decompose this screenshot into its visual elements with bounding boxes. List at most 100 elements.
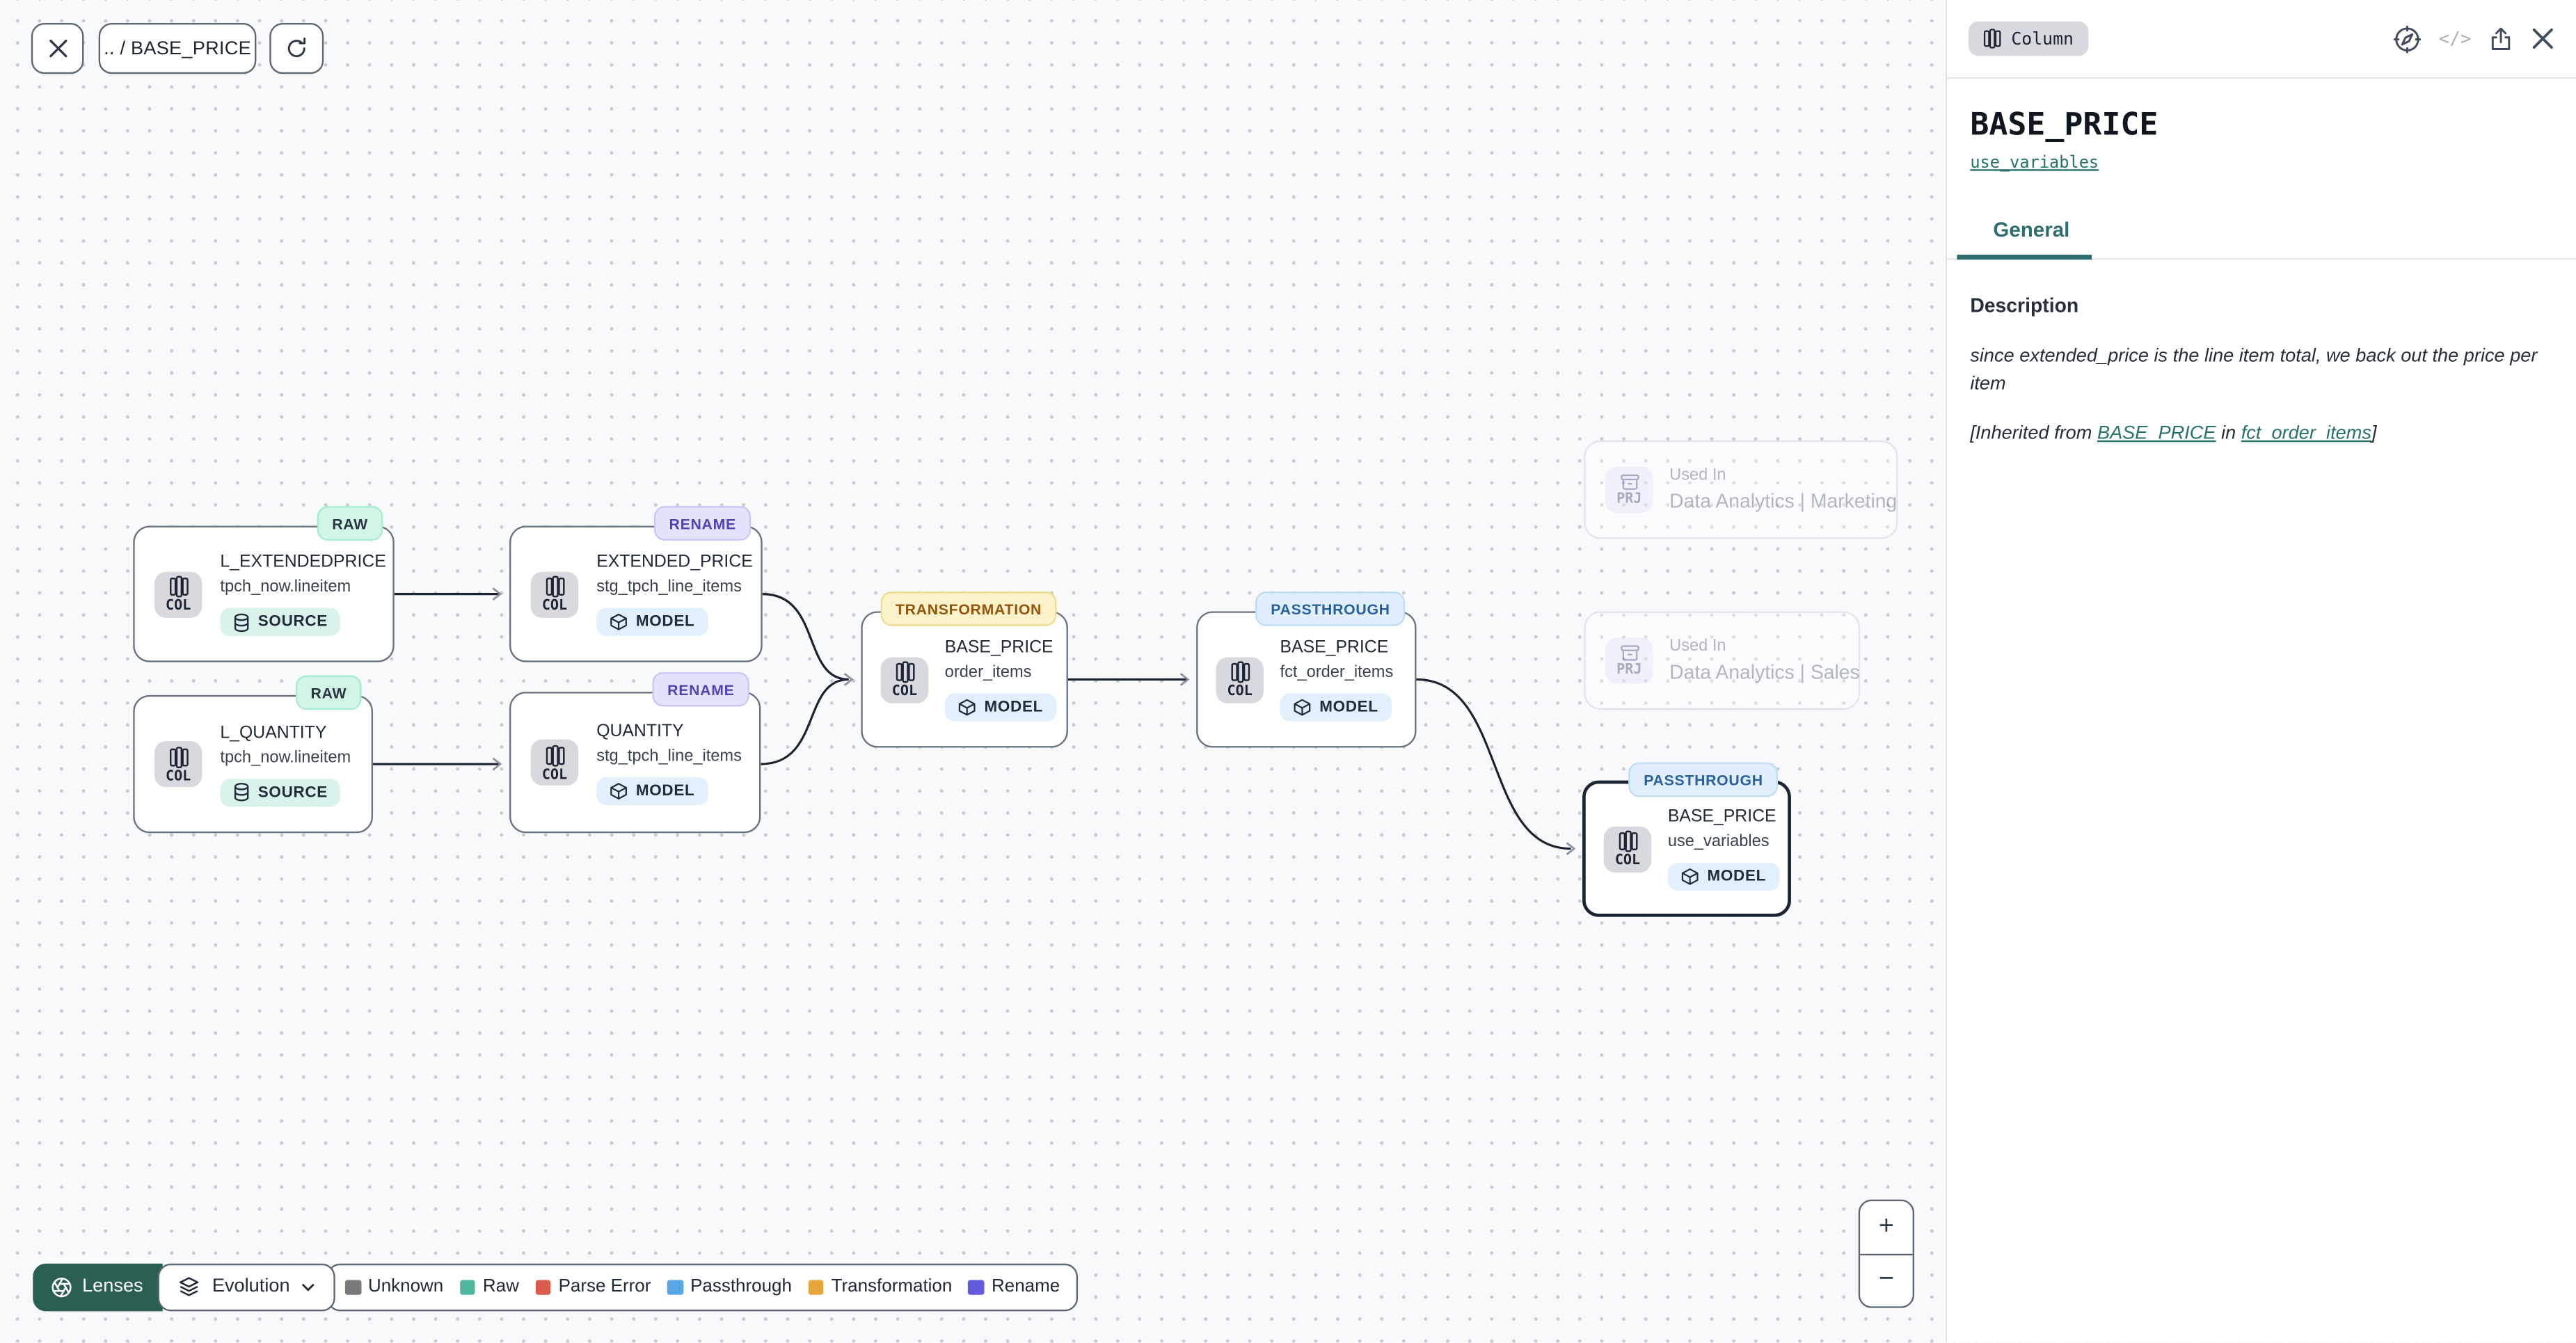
node-text: BASE_PRICE use_variables MODEL [1668,806,1770,890]
pill-label: SOURCE [258,783,328,801]
node-title: BASE_PRICE [1280,637,1389,659]
used-in-label: Used In [1669,636,1726,658]
lineage-node-base-price-use-variables[interactable]: PASSTHROUGH COL BASE_PRICE use_variables… [1582,781,1791,917]
columns-icon [1983,28,2001,49]
column-type-chip: COL [881,656,928,702]
model-link[interactable]: use_variables [1970,154,2099,173]
compass-icon [2392,24,2422,54]
explore-button[interactable] [2392,24,2422,54]
lineage-node-l-quantity[interactable]: RAW COL L_QUANTITY tpch_now.lineitem SOU… [133,695,373,833]
project-type-chip: PRJ [1605,637,1653,683]
zoom-out-button[interactable]: − [1860,1255,1913,1306]
pill-label: MODEL [984,699,1043,717]
evolution-badge: RAW [296,676,361,710]
legend-label: Passthrough [690,1277,792,1296]
close-lineage-button[interactable] [31,23,84,74]
cube-icon [610,613,628,631]
chip-label: COL [1227,685,1253,699]
node-title: L_QUANTITY [220,722,326,744]
view-code-button[interactable]: </> [2439,28,2472,49]
used-in-name: Data Analytics | Marketing [1669,488,1897,514]
used-in-name: Data Analytics | Sales [1669,659,1860,685]
lens-selected-label: Evolution [212,1277,290,1296]
evolution-badge: PASSTHROUGH [1629,763,1778,797]
node-text: L_QUANTITY tpch_now.lineitem SOURCE [220,722,351,806]
node-kind-pill: SOURCE [220,778,340,806]
panel-header: Column </> [1947,0,2576,79]
lineage-node-base-price-fct-order-items[interactable]: PASSTHROUGH COL BASE_PRICE fct_order_ite… [1196,611,1416,747]
chip-label: COL [542,600,567,613]
used-in-node-marketing[interactable]: PRJ Used In Data Analytics | Marketing [1584,440,1898,539]
breadcrumb[interactable]: .. / BASE_PRICE [99,23,257,74]
legend-label: Rename [992,1277,1060,1296]
lenses-button[interactable]: Lenses [33,1264,163,1310]
legend-swatch [667,1279,683,1294]
share-button[interactable] [2488,26,2514,52]
lineage-node-extended-price[interactable]: RENAME COL EXTENDED_PRICE stg_tpch_line_… [509,526,763,662]
panel-title: BASE_PRICE [1970,106,2553,143]
column-type-chip: COL [531,571,578,617]
lens-select[interactable]: Evolution [158,1264,336,1310]
close-panel-button[interactable] [2531,26,2555,51]
evolution-legend: Unknown Raw Parse Error Passthrough Tran… [327,1264,1078,1310]
column-type-chip: COL [1604,826,1651,872]
column-type-chip: COL [531,740,578,786]
close-icon [2531,26,2555,51]
legend-swatch [536,1279,551,1294]
lineage-node-base-price-order-items[interactable]: TRANSFORMATION COL BASE_PRICE order_item… [861,611,1068,747]
pill-label: MODEL [1319,699,1378,717]
cube-icon [1681,868,1699,886]
close-icon [47,38,68,59]
evolution-badge: TRANSFORMATION [881,591,1057,626]
chip-label: PRJ [1616,664,1641,677]
node-subtitle: tpch_now.lineitem [220,577,351,598]
description-text: since extended_price is the line item to… [1970,344,2548,400]
refresh-button[interactable] [269,23,324,74]
used-in-node-sales[interactable]: PRJ Used In Data Analytics | Sales [1584,611,1860,710]
column-type-chip: COL [154,741,202,787]
inherited-note: [Inherited from BASE_PRICE in fct_order_… [1970,420,2553,448]
node-text: EXTENDED_PRICE stg_tpch_line_items MODEL [596,552,741,635]
used-in-text: Used In Data Analytics | Marketing [1669,465,1877,514]
entity-type-badge: Column [1969,22,2088,56]
tab-general[interactable]: General [1993,218,2069,241]
evolution-badge: RENAME [653,672,749,707]
column-type-chip: COL [154,571,202,617]
pill-label: MODEL [636,613,695,631]
inherited-column-link[interactable]: BASE_PRICE [2097,423,2216,443]
node-kind-pill: MODEL [1280,694,1392,722]
zoom-in-button[interactable]: + [1860,1201,1913,1255]
node-text: L_EXTENDEDPRICE tpch_now.lineitem SOURCE [220,552,373,635]
node-subtitle: stg_tpch_line_items [596,745,742,767]
canvas-zoom-control: + − [1859,1200,1914,1308]
pill-label: SOURCE [258,613,328,631]
legend-item: Passthrough [667,1277,792,1296]
cube-icon [1293,699,1311,717]
inherited-model-link[interactable]: fct_order_items [2241,423,2371,443]
aperture-icon [51,1276,72,1298]
inherited-prefix: [Inherited from [1970,423,2097,443]
lineage-node-quantity[interactable]: RENAME COL QUANTITY stg_tpch_line_items … [509,692,761,833]
chip-label: COL [166,600,191,613]
legend-label: Raw [483,1277,519,1296]
node-kind-pill: MODEL [596,608,708,636]
node-title: EXTENDED_PRICE [596,552,753,573]
lineage-node-l-extendedprice[interactable]: RAW COL L_EXTENDEDPRICE tpch_now.lineite… [133,526,394,662]
chip-label: COL [892,685,917,699]
node-kind-pill: MODEL [945,694,1056,722]
layers-icon [177,1276,200,1298]
legend-label: Unknown [368,1277,443,1296]
inherited-suffix: ] [2371,423,2377,443]
columns-icon [168,575,188,598]
node-subtitle: order_items [945,662,1032,684]
legend-label: Transformation [832,1277,953,1296]
panel-body: BASE_PRICE use_variables General Descrip… [1947,106,2576,448]
legend-item: Parse Error [536,1277,651,1296]
detail-panel: Column </> BASE_PRICE use_variables Gene… [1946,0,2576,1343]
lenses-label: Lenses [82,1277,143,1296]
used-in-text: Used In Data Analytics | Sales [1669,636,1838,685]
node-subtitle: fct_order_items [1280,662,1394,684]
pill-label: MODEL [1707,868,1766,886]
share-icon [2488,26,2514,52]
